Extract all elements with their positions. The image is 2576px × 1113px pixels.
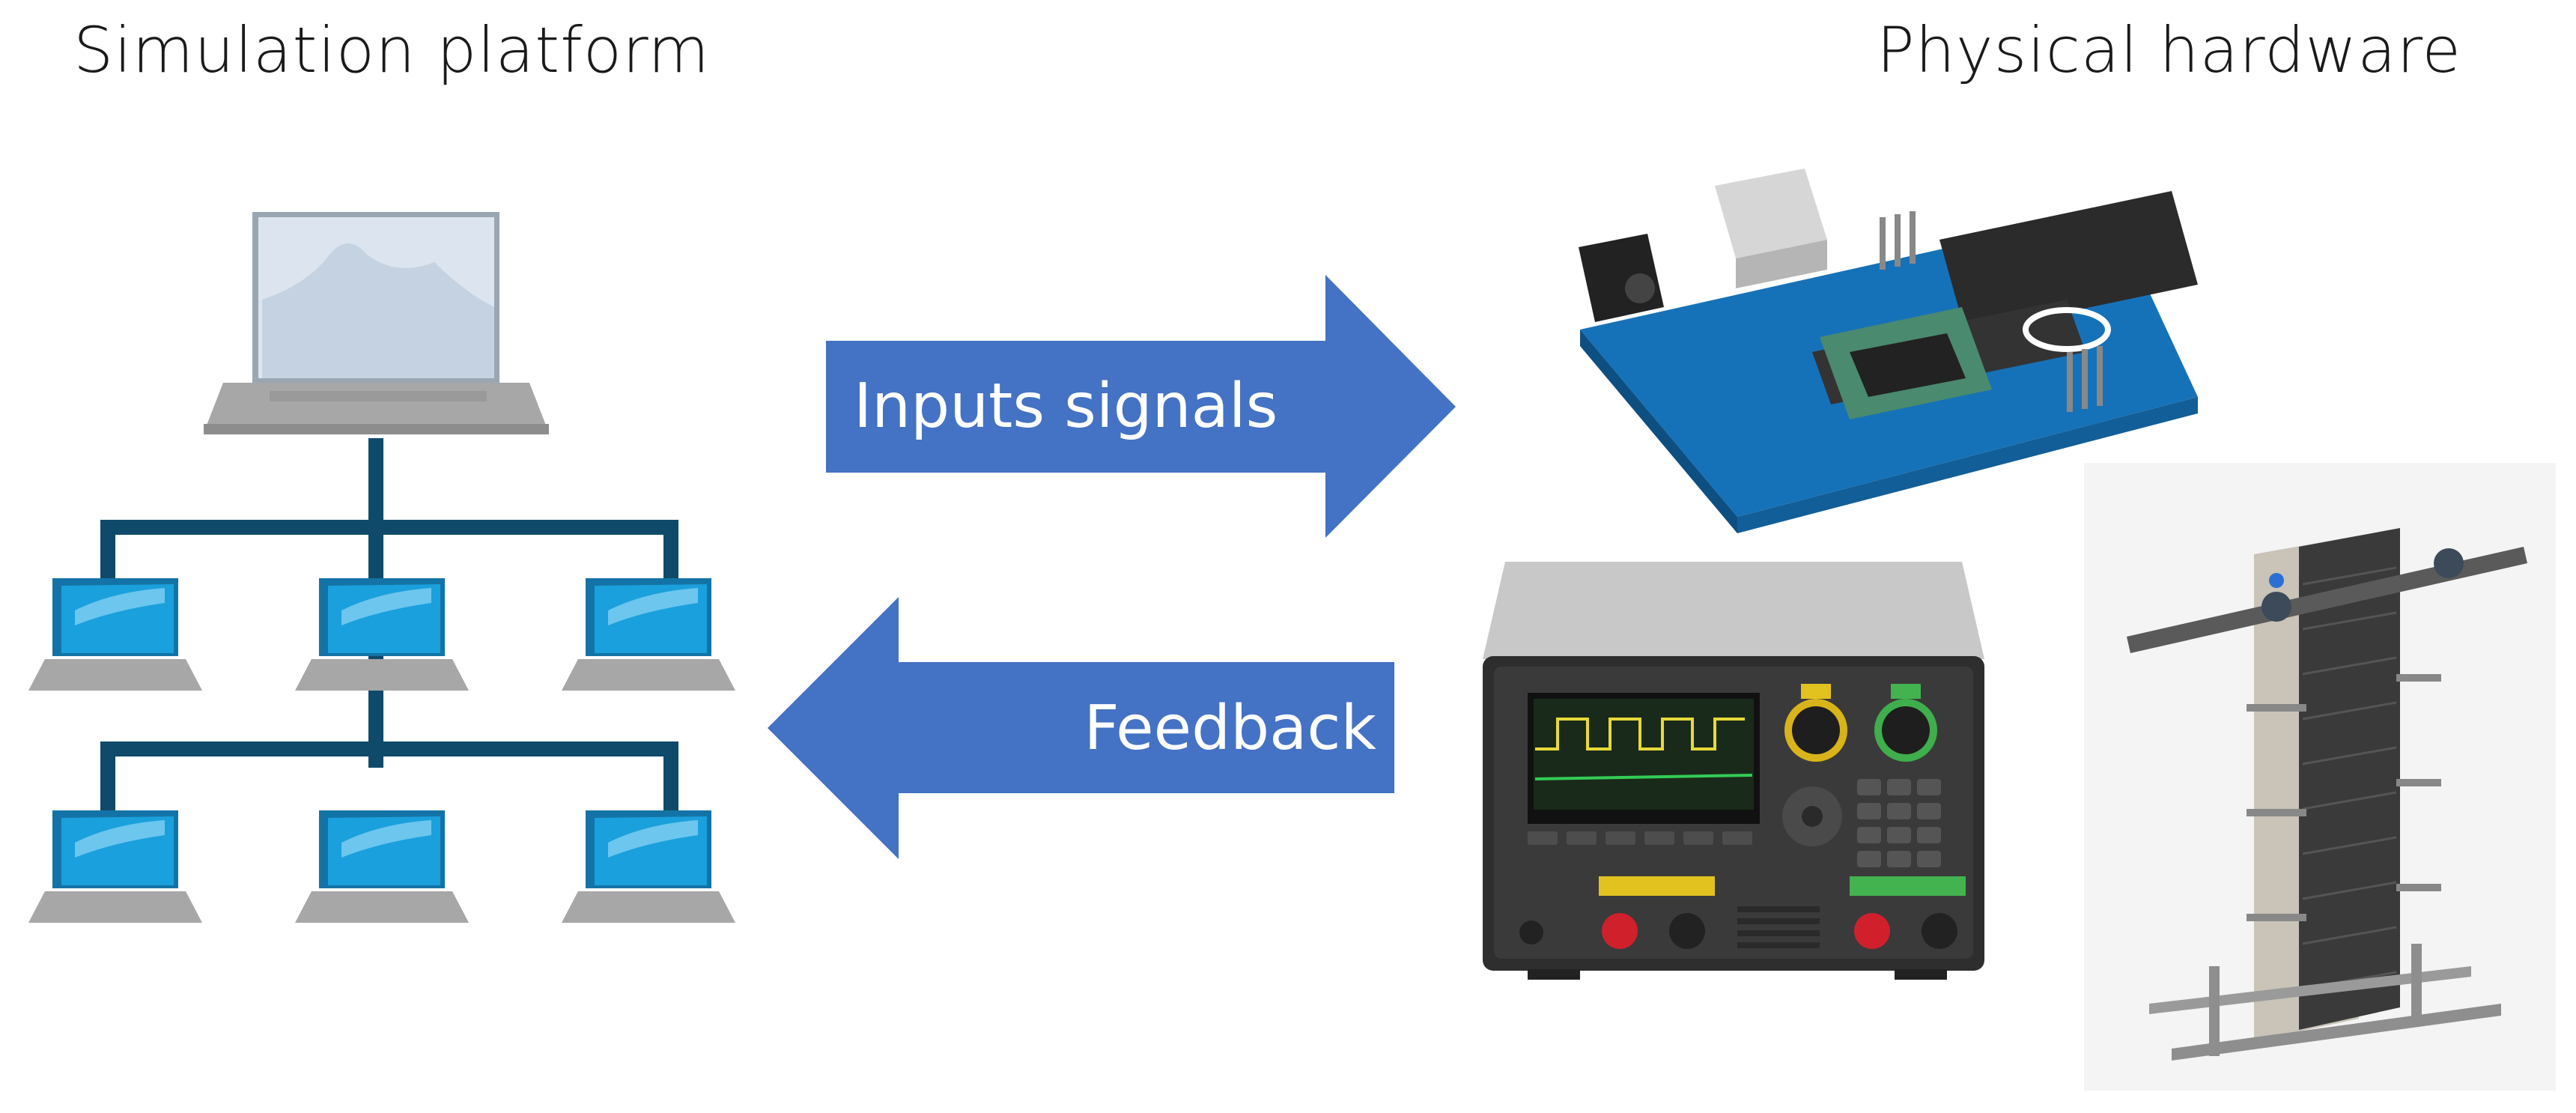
client-laptop-icon — [295, 810, 469, 923]
power-supply-icon — [1483, 562, 1984, 980]
physical-hardware-heading: Physical hardware — [1877, 13, 2462, 87]
microcontroller-board-icon — [1579, 169, 2198, 533]
client-laptop-icon — [28, 578, 202, 691]
feedback-label: Feedback — [1084, 693, 1376, 764]
input-signals-label: Inputs signals — [854, 371, 1278, 442]
client-laptop-icon — [28, 810, 202, 923]
client-laptop-icon — [562, 810, 735, 923]
simulation-platform-heading: Simulation platform — [73, 13, 711, 87]
network-connections — [100, 438, 678, 816]
heat-exchanger-icon — [2084, 463, 2556, 1091]
server-laptop-icon — [204, 212, 549, 434]
network-diagram — [28, 212, 735, 923]
client-laptop-icon — [295, 578, 469, 691]
input-signals-arrow: Inputs signals — [826, 275, 1456, 538]
client-laptop-icon — [562, 578, 735, 691]
feedback-arrow: Feedback — [768, 597, 1394, 859]
